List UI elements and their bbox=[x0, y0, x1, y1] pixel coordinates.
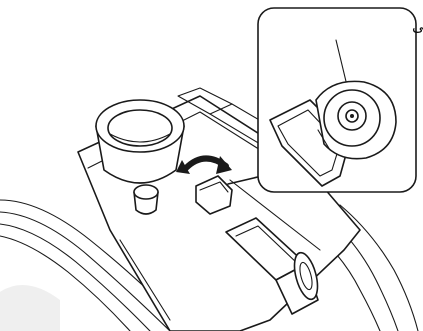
round-mount bbox=[96, 100, 184, 183]
callout-label: سوکت تجهیزات جانبی bbox=[412, 17, 423, 35]
watermark-arc bbox=[0, 285, 60, 331]
side-knob bbox=[134, 185, 158, 214]
